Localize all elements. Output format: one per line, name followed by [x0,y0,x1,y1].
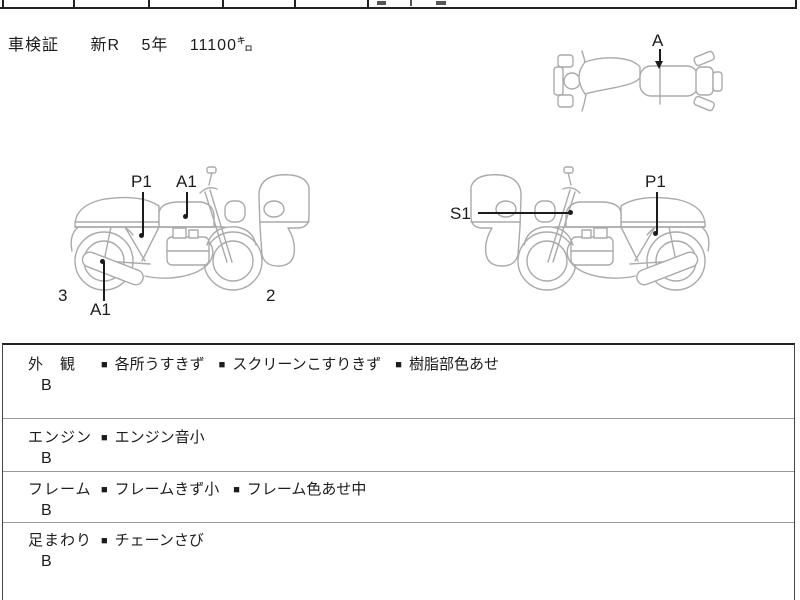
damage-marker-S1: S1 [450,204,471,223]
top-table-border [0,7,797,9]
marker-dot [653,231,658,236]
damage-marker-A: A [652,31,664,50]
condition-row-engine: エンジン ■ エンジン音小 B [3,419,794,472]
cutoff-text-fragment [377,1,386,5]
top-table-divider [795,0,797,8]
motorcycle-side-view-right-diagram [470,166,710,291]
condition-row-frame: フレーム ■ フレームきず小 ■ フレーム色あせ中 B [3,472,794,523]
marker-dot [568,210,573,215]
damage-marker-P1-right: P1 [645,172,666,191]
condition-grade: B [41,502,52,519]
cutoff-text-fragment [410,0,412,6]
bullet-square-icon: ■ [101,484,108,496]
top-table-divider [367,0,369,8]
top-table-divider [148,0,150,8]
marker-dot [183,214,188,219]
bullet-square-icon: ■ [395,359,402,371]
condition-item-text: エンジン音小 [114,429,205,446]
condition-item-text: 樹脂部色あせ [408,356,499,373]
condition-table: 外 観 ■ 各所うすきず ■ スクリーンこすりきず ■ 樹脂部色あせ B エンジン ■… [2,343,795,600]
top-table-divider [294,0,296,8]
bullet-square-icon: ■ [233,484,240,496]
leader-line [656,192,658,233]
condition-grade: B [41,553,52,570]
mileage-value: 11100㌔ [189,37,254,54]
leader-line [186,192,188,216]
registration-line: 車検証 新R 5年 11100㌔ [8,31,254,55]
condition-grade: B [41,377,52,394]
condition-category: フレーム [28,481,92,498]
condition-category: 足まわり [28,532,93,549]
leader-line [478,212,570,214]
damage-marker-P1-left: P1 [131,172,152,191]
view-number-3: 3 [58,286,68,305]
condition-row-undercarriage: 足まわり ■ チェーンさび B [3,523,794,599]
condition-item: ■ フレーム色あせ中 [233,478,366,499]
condition-category: エンジン [28,429,93,446]
shaken-label: 車検証 [8,37,60,54]
condition-item: ■ 各所うすきず [101,353,205,374]
view-number-2: 2 [266,286,276,305]
marker-dot [139,233,144,238]
bullet-square-icon: ■ [101,359,108,371]
registration-era: 新R [90,37,121,54]
leader-line [659,49,661,62]
condition-item-text: フレームきず小 [114,481,220,498]
damage-marker-A1-tank: A1 [176,172,197,191]
condition-item: ■ スクリーンこすりきず [219,353,382,374]
leader-line [103,262,105,301]
condition-category: 外 観 [28,356,77,373]
bullet-square-icon: ■ [218,359,226,371]
condition-item: ■ チェーンさび [101,529,204,550]
marker-dot [100,259,105,264]
condition-item: ■ フレームきず小 [101,478,219,499]
condition-grade: B [41,450,52,467]
damage-marker-A1-muffler: A1 [90,300,111,319]
condition-item-text: フレーム色あせ中 [246,481,367,498]
condition-item: ■ エンジン音小 [101,426,205,447]
arrow-down-icon [655,61,663,69]
condition-item: ■ 樹脂部色あせ [395,353,499,374]
motorcycle-top-view-diagram [553,50,723,112]
condition-row-exterior: 外 観 ■ 各所うすきず ■ スクリーンこすりきず ■ 樹脂部色あせ B [3,345,794,419]
top-table-divider [2,0,4,8]
bullet-square-icon: ■ [101,432,108,444]
cutoff-text-fragment [436,1,446,5]
leader-line [142,192,144,235]
condition-item-text: 各所うすきず [114,356,205,373]
condition-item-text: チェーンさび [114,532,204,549]
top-table-divider [222,0,224,8]
bullet-square-icon: ■ [101,535,108,547]
top-table-divider [73,0,75,8]
condition-item-text: スクリーンこすりきず [232,356,382,373]
registration-year: 5年 [141,37,169,54]
